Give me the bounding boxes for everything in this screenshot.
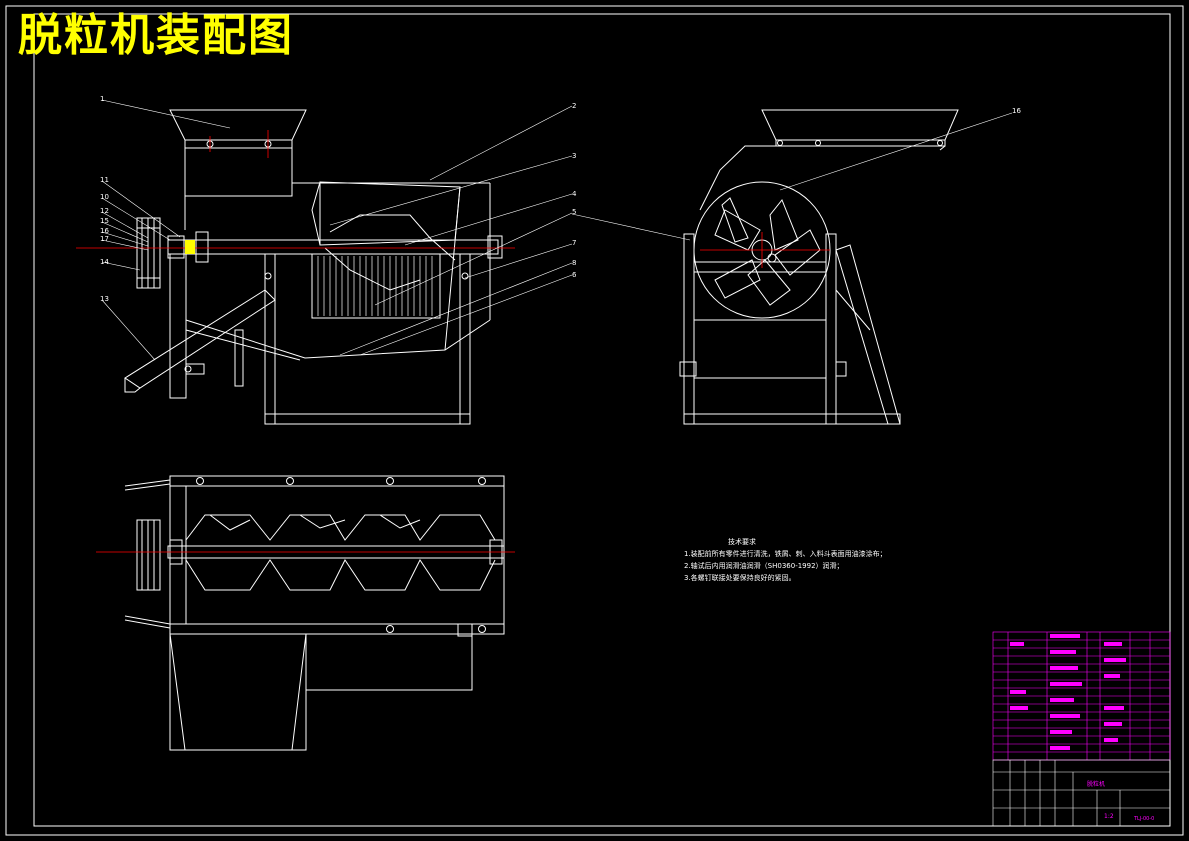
- leader-lines: [101, 99, 573, 361]
- parts-list: [992, 631, 1171, 761]
- inner-border: [33, 13, 1171, 827]
- part-number: 3: [572, 152, 576, 160]
- part-number: 12: [100, 207, 109, 215]
- title-block-drawing-name: 脱粒机: [1087, 780, 1105, 788]
- drawing-title: 脱粒机装配图: [18, 10, 294, 61]
- side-view: [679, 109, 959, 425]
- front-view: [124, 109, 503, 425]
- title-block: [992, 759, 1171, 827]
- part-number: 4: [572, 190, 577, 198]
- title-block-drawing-no: TLJ-00-0: [1133, 816, 1154, 822]
- part-number: 6: [572, 271, 577, 279]
- parts-list-fills: [1010, 634, 1126, 750]
- part-number: 1: [100, 95, 104, 103]
- tech-heading: 技术要求: [728, 538, 756, 546]
- front-pulley: [136, 217, 161, 289]
- part-number: 17: [100, 235, 109, 243]
- title-block-scale: 1:2: [1104, 813, 1114, 820]
- part-number: 10: [100, 193, 109, 201]
- part-number: 5: [572, 208, 576, 216]
- side-leaders: [571, 112, 1013, 241]
- tech-item: 1.装配前所有零件进行清洗，铁屑、刺、入料斗表面用油漆涂布；: [684, 550, 887, 558]
- front-center-lines: [76, 130, 515, 249]
- part-numbers: 1 2 3 4 5 7 8 6 16 11 10 12 15 16 17 14 …: [100, 95, 1021, 303]
- part-number: 14: [100, 258, 109, 266]
- part-number: 8: [572, 259, 576, 267]
- part-number: 7: [572, 239, 576, 247]
- tech-item: 2.轴试后内用润滑油润滑（SH0360-1992）润滑；: [684, 562, 844, 570]
- part-number: 16: [1012, 107, 1021, 115]
- side-center-lines: [700, 232, 830, 268]
- tech-item: 3.各螺钉联接处要保持良好的紧固。: [684, 574, 796, 582]
- technical-requirements: 技术要求 1.装配前所有零件进行清洗，铁屑、刺、入料斗表面用油漆涂布； 2.轴试…: [684, 536, 887, 584]
- part-number: 16: [100, 227, 109, 235]
- part-number: 15: [100, 217, 109, 225]
- drum-teeth: [317, 256, 433, 316]
- part-number: 11: [100, 176, 109, 184]
- coupling-highlight: [185, 240, 195, 254]
- top-view: [124, 475, 505, 751]
- part-number: 13: [100, 295, 109, 303]
- part-number: 2: [572, 102, 576, 110]
- outer-border: [5, 5, 1184, 836]
